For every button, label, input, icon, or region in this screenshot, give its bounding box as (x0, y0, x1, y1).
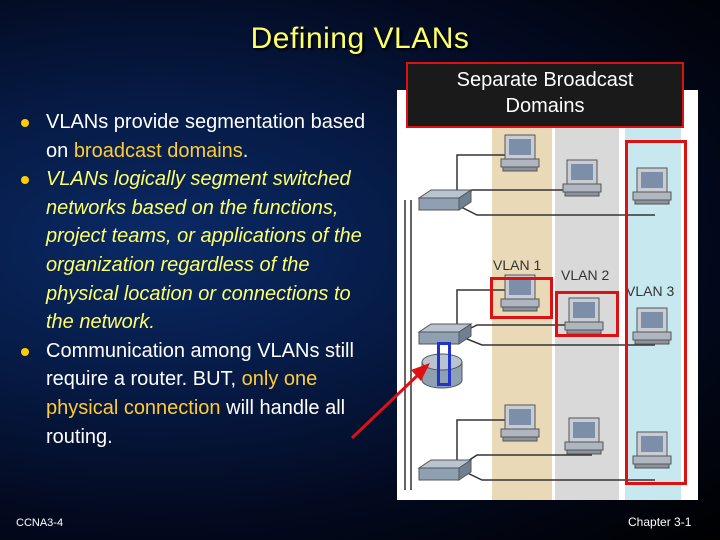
switch-icon (417, 323, 473, 345)
callout-line2: Domains (505, 95, 585, 117)
bullet-list: VLANs provide segmentation based on broa… (20, 108, 380, 451)
vlan2-highlight-box (555, 291, 619, 337)
footer-course: CCNA3-4 (16, 517, 64, 529)
bullet-item: VLANs logically segment switched network… (20, 165, 380, 337)
bullet-highlight: only one physical connection (46, 368, 318, 419)
bullet-italic-text: VLANs logically segment switched network… (46, 168, 362, 334)
vlan-network-diagram: VLAN 1 VLAN 2 VLAN 3 (397, 90, 698, 500)
bullet-dot-icon (21, 119, 29, 127)
bullet-dot-icon (21, 347, 29, 356)
bullet-dot-icon (21, 176, 29, 185)
router-link-highlight-box (437, 342, 451, 386)
vlan3-highlight-box (625, 140, 687, 485)
vlan1-label: VLAN 1 (493, 257, 542, 273)
bullet-highlight: broadcast domains (73, 139, 243, 162)
bullet-item: VLANs provide segmentation based on broa… (20, 108, 380, 165)
switch-icon (417, 189, 473, 211)
bullet-text: . (242, 139, 249, 162)
switch-icon (417, 459, 473, 481)
bullet-item: Communication among VLANs still require … (20, 337, 380, 451)
bullet-text: Communication among VLANs still require … (46, 339, 354, 391)
broadcast-domains-callout: Separate Broadcast Domains (406, 62, 684, 128)
computer-icon (562, 159, 602, 197)
vlan3-label: VLAN 3 (626, 283, 675, 299)
computer-icon (500, 134, 540, 172)
callout-line1: Separate Broadcast (456, 69, 634, 91)
vlan1-highlight-box (490, 277, 553, 319)
switch-icons (417, 189, 473, 481)
footer-chapter: Chapter 3-1 (628, 515, 692, 529)
slide-title: Defining VLANs (250, 22, 470, 55)
bullet-text: will handle all routing. (46, 396, 346, 448)
computer-icon (500, 404, 540, 442)
vlan2-label: VLAN 2 (561, 267, 610, 283)
bullet-text: VLANs provide segmentation based on (46, 111, 366, 162)
computer-icon (564, 417, 604, 455)
